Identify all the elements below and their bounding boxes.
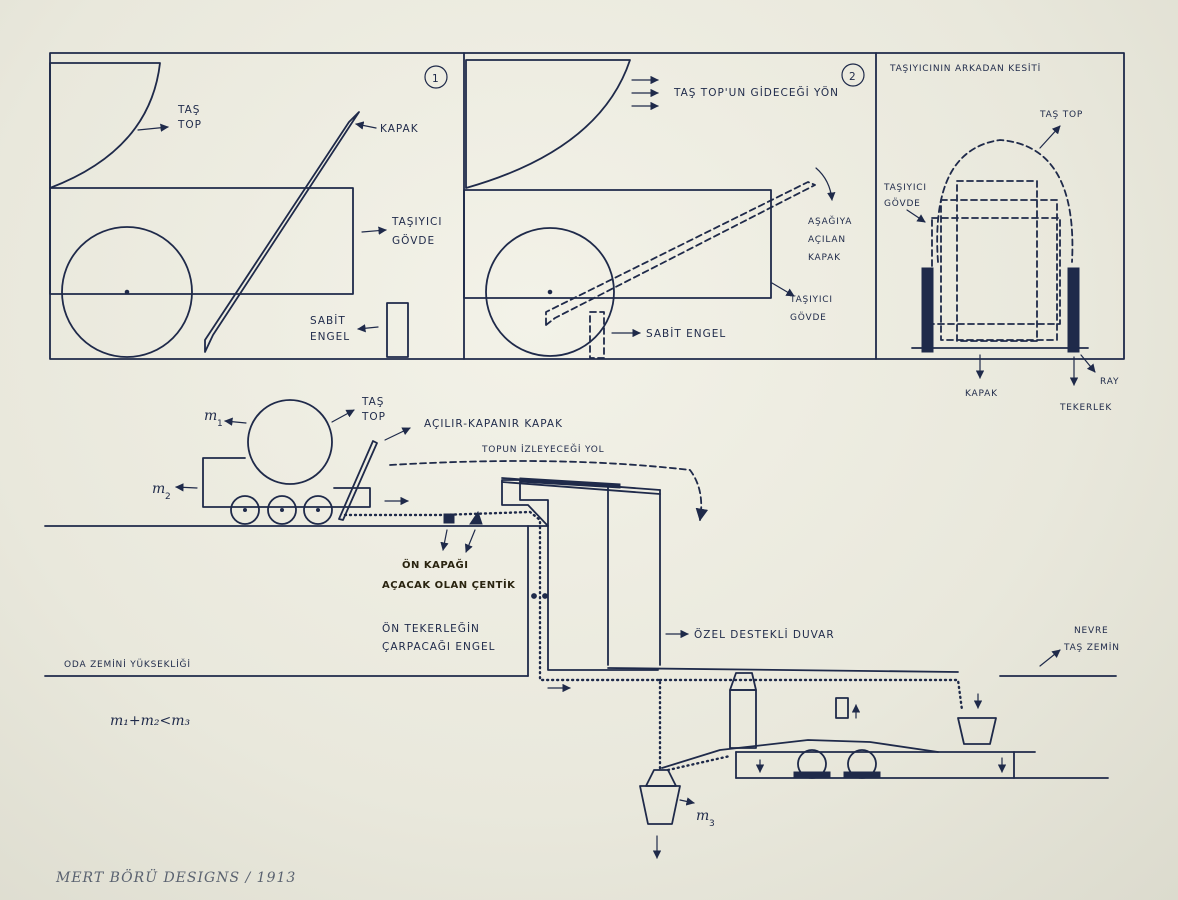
label-m2: m (152, 481, 165, 497)
label-p3-lid: KAPAK (965, 389, 998, 399)
label-wheel: TEKERLEK (1059, 403, 1112, 413)
label-m1: m (204, 408, 217, 424)
label-body-2a: TAŞIYICI (789, 295, 833, 305)
label-floor-height: ODA ZEMİNİ YÜKSEKLİĞİ (64, 658, 191, 670)
lower-ceiling (608, 668, 958, 672)
label-m2-sub: 2 (165, 492, 172, 502)
label-stone: TAŞ (177, 104, 200, 116)
label-opening: AÇILAN (808, 235, 846, 245)
body-section-2 (941, 200, 1057, 340)
cup (958, 718, 996, 744)
chute-outer (548, 526, 658, 670)
label-fixed-obstacle: SABİT ENGEL (646, 327, 726, 340)
label-stone-ball: TAŞ TOP (1039, 110, 1083, 120)
label-direction: TAŞ TOP'UN GİDECEĞİ YÖN (673, 86, 839, 99)
body-section-1 (957, 181, 1037, 341)
carrier-body (50, 188, 353, 294)
label-outside-1: NEVRE (1074, 626, 1109, 636)
stone-ball-arc (50, 63, 160, 188)
label-special-wall: ÖZEL DESTEKLİ DUVAR (694, 628, 835, 641)
label-body-2: GÖVDE (392, 234, 435, 247)
label-lid-2: KAPAK (808, 253, 841, 263)
label-wheel-obstacle-1: ÖN TEKERLEĞİN (382, 622, 480, 635)
carrier-main-body (203, 458, 370, 507)
left-rail-wheel (922, 268, 933, 352)
label-main-ball: TOP (361, 411, 386, 423)
bucket-m3 (640, 786, 680, 824)
right-rail-wheel (1068, 268, 1079, 352)
fixed-obstacle (387, 303, 408, 357)
panel-3: TAŞIYICININ ARKADAN KESİTİ TAŞ TOP TAŞIY… (883, 63, 1119, 413)
body-section-3 (932, 218, 1060, 324)
panel-3-title: TAŞIYICININ ARKADAN KESİTİ (889, 63, 1041, 74)
label-main-stone: TAŞ (361, 396, 384, 408)
label-wheel-obstacle-2: ÇARPACAĞI ENGEL (382, 640, 495, 653)
main-lid-bar (339, 441, 377, 520)
lid-bar-open (546, 182, 815, 325)
label-ball: TOP (177, 119, 202, 131)
signature: MERT BÖRÜ DESIGNS / 1913 (55, 868, 296, 886)
notch (444, 514, 454, 523)
label-down: AŞAĞIYA (808, 215, 852, 227)
carrier-body-2 (464, 190, 771, 298)
label-hinged-lid: AÇILIR-KAPANIR KAPAK (424, 418, 563, 430)
label-lid: KAPAK (380, 123, 419, 135)
label-p3-body-1: TAŞIYICI (883, 183, 927, 193)
label-outside-2: TAŞ ZEMİN (1063, 642, 1120, 653)
panel-1-number: 1 (432, 73, 440, 85)
panel-1: 1 TAŞ TOP KAPAK TAŞIYICI GÖVDE SABİT ENG… (50, 63, 447, 357)
panel-2-number: 2 (849, 71, 857, 83)
weight-block (836, 698, 848, 718)
top-panels-frame (50, 53, 1124, 359)
label-fixed: SABİT (310, 314, 346, 327)
equation: m₁+m₂<m₃ (110, 713, 191, 729)
ball-path-arrow (390, 461, 701, 520)
label-front-notch-1: ÖN KAPAĞI (402, 557, 468, 571)
label-rail: RAY (1100, 377, 1119, 387)
label-body-1: TAŞIYICI (391, 216, 442, 228)
label-obstacle: ENGEL (310, 331, 350, 343)
panel-2: 2 TAŞ TOP'UN GİDECEĞİ YÖN AŞAĞIYA AÇILAN… (464, 60, 864, 358)
main-mechanism: m 1 m 2 TAŞ TOP AÇILIR-KAPANIR KAPAK TOP… (45, 396, 1120, 858)
label-body-2b: GÖVDE (790, 312, 827, 323)
label-m3-sub: 3 (709, 819, 716, 829)
label-p3-body-2: GÖVDE (884, 198, 921, 209)
label-m1-sub: 1 (217, 419, 224, 429)
label-ball-path: TOPUN İZLEYECEĞİ YOL (481, 443, 604, 455)
stone-ball-main (248, 400, 332, 484)
hopper (730, 690, 756, 748)
label-front-notch-2: AÇACAK OLAN ÇENTİK (382, 577, 516, 591)
label-m3: m (696, 808, 709, 824)
stone-ball-arc-2 (466, 60, 630, 188)
